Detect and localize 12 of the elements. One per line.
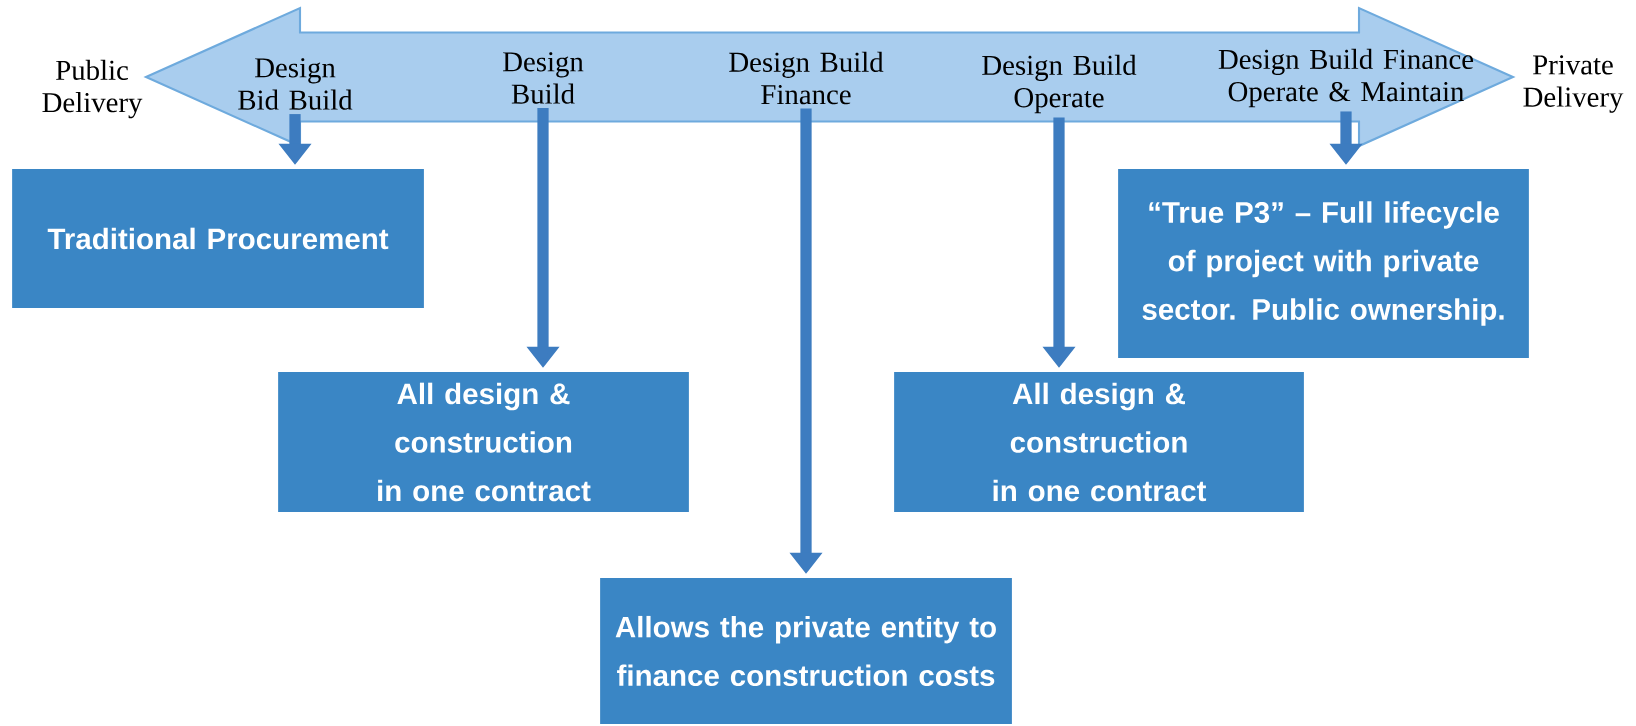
- stage-label: Design Build Finance: [729, 51, 884, 105]
- end-label: Private Delivery: [1523, 55, 1624, 113]
- end-label: Public Delivery: [42, 59, 143, 119]
- stage-label: Design Build Operate: [982, 54, 1137, 114]
- stage-label: Design Build: [503, 52, 584, 104]
- text-box: “True P3” – Full lifecycle of project with private sector. Public ownership.: [1113, 164, 1534, 363]
- stage-label: Design Bid Build: [238, 58, 353, 110]
- text-box: All design & construction in one contract: [273, 367, 694, 517]
- text-box: All design & construction in one contract: [889, 367, 1309, 517]
- text-box: Allows the private entity to finance construction costs: [595, 573, 1017, 726]
- stage-label: Design Build Finance Operate & Maintain: [1218, 48, 1474, 108]
- text-box: Traditional Procurement: [7, 164, 429, 313]
